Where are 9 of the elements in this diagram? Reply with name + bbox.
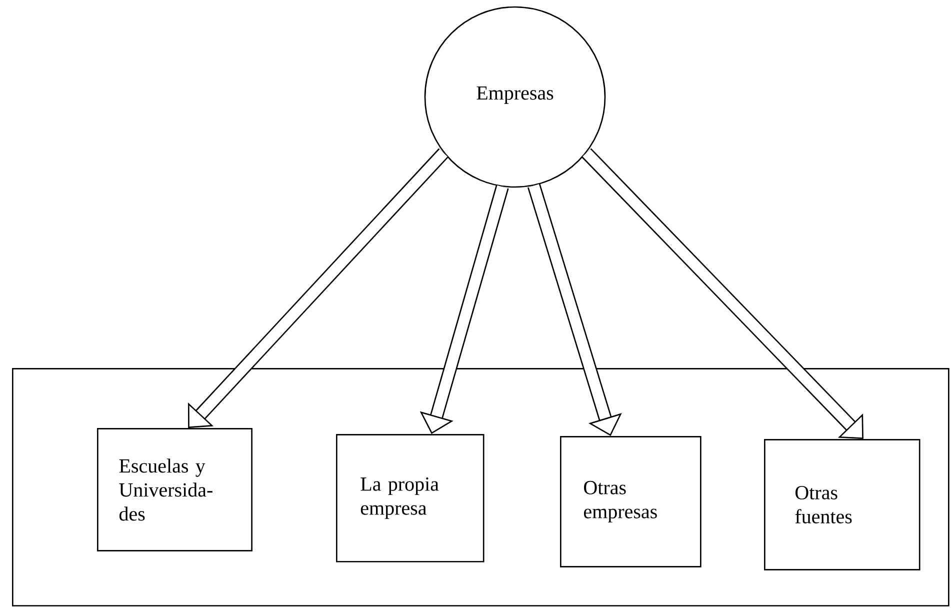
- process-box: La propia empresa: [336, 434, 484, 562]
- frame-box: [12, 368, 950, 606]
- process-box: Otras fuentes: [764, 439, 920, 570]
- circle-node: Empresas: [424, 6, 606, 188]
- process-box: Escuelas y Universida- des: [97, 428, 252, 552]
- hollow-arrow: [188, 148, 448, 428]
- process-box: Otras empresas: [560, 436, 702, 568]
- hollow-arrow: [527, 184, 622, 436]
- hollow-arrow: [582, 148, 864, 439]
